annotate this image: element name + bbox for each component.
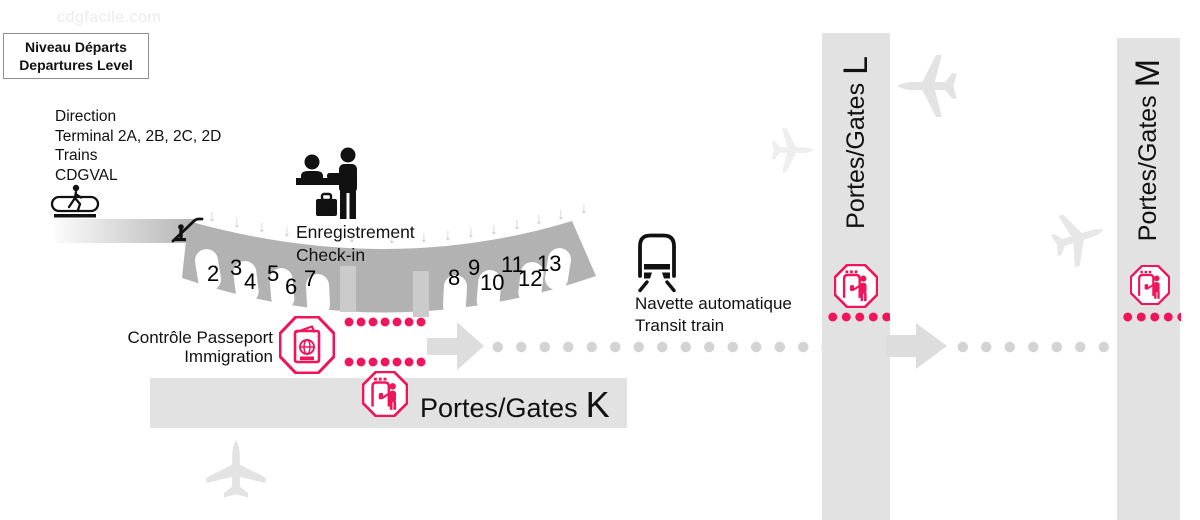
passport-label-en: Immigration	[184, 347, 273, 366]
airplane-icon	[771, 127, 815, 173]
gates-l-text: Portes/Gates	[841, 83, 870, 229]
down-arrow-icon: ↓	[467, 224, 475, 241]
airplane-icon	[206, 440, 266, 498]
desk-number: 10	[480, 270, 505, 295]
pink-dotted-path	[343, 317, 428, 327]
flow-arrow-right	[886, 335, 916, 357]
watermark: cdgfacile.com	[57, 9, 162, 26]
desk-number: 4	[244, 269, 257, 294]
passport-label-fr: Contrôle Passeport	[127, 328, 273, 347]
level-title-fr: Niveau Départs	[25, 39, 127, 55]
level-title-en: Departures Level	[19, 57, 133, 73]
pink-dotted-path	[826, 312, 890, 322]
checkin-label-en: Check-in	[296, 245, 366, 265]
gates-k-text: Portes/Gates	[420, 393, 578, 423]
checkin-desk-icon	[296, 147, 357, 219]
security-screening-icon	[1130, 265, 1170, 305]
transit-label-en: Transit train	[635, 316, 725, 335]
desk-number: 9	[468, 255, 481, 280]
checkin-label-fr: Enregistrement	[296, 222, 415, 242]
down-arrow-icon: ↓	[490, 221, 498, 238]
band-corridor	[340, 266, 356, 312]
flow-arrow-right-head	[457, 322, 487, 370]
security-screening-icon	[362, 371, 408, 417]
gates-m-label: Portes/Gates M	[1117, 50, 1180, 250]
moving-walkway-icon	[50, 184, 100, 218]
pink-dotted-path	[1121, 312, 1181, 322]
gates-m-letter: M	[1129, 58, 1167, 88]
down-arrow-icon: ↓	[513, 216, 521, 233]
down-arrow-icon: ↓	[580, 200, 588, 217]
desk-number: 3	[230, 255, 243, 280]
down-arrow-icon: ↓	[348, 229, 356, 246]
direction-cdgval: CDGVAL	[55, 166, 118, 184]
passport-control-icon	[279, 316, 335, 374]
security-screening-icon	[834, 264, 878, 308]
transit-train-label: Navette automatique Transit train	[635, 293, 792, 337]
checkin-desk-islands	[195, 248, 571, 317]
gates-m-text: Portes/Gates	[1134, 95, 1162, 242]
down-arrow-icon: ↓	[557, 206, 565, 223]
transit-dotted-line	[951, 341, 1119, 353]
down-arrow-icon: ↓	[420, 229, 428, 246]
desk-number: 12	[518, 266, 543, 291]
airplane-icon	[896, 54, 957, 118]
pink-dotted-path	[343, 357, 428, 367]
desk-number: 11	[501, 252, 524, 277]
direction-title: Direction	[55, 108, 117, 125]
gates-k-letter: K	[585, 384, 610, 425]
checkin-label: Enregistrement Check-in	[296, 221, 415, 267]
walkway-strip	[55, 219, 195, 243]
transit-label-fr: Navette automatique	[635, 294, 792, 313]
down-arrow-icon: ↓	[208, 208, 216, 225]
flow-arrow-right-head	[916, 323, 950, 369]
down-arrow-icon: ↓	[233, 214, 241, 231]
gates-l-letter: L	[836, 56, 875, 75]
direction-trains: Trains	[55, 147, 98, 164]
gates-l-label: Portes/Gates L	[822, 45, 890, 240]
desk-number: 6	[285, 274, 298, 299]
down-arrow-icon: ↓	[258, 219, 266, 236]
desk-number: 13	[537, 251, 562, 276]
transit-train-icon	[638, 233, 676, 293]
down-arrow-icon: ↓	[388, 230, 396, 247]
passport-control-label: Contrôle Passeport Immigration	[100, 328, 273, 366]
desk-number: 7	[304, 266, 317, 291]
down-arrow-icon: ↓	[535, 211, 543, 228]
desk-number: 2	[207, 261, 220, 286]
direction-terminals: Terminal 2A, 2B, 2C, 2D	[55, 127, 222, 145]
level-title-box: Niveau Départs Departures Level	[3, 33, 149, 79]
down-arrow-icon: ↓	[444, 227, 452, 244]
direction-block: Direction Terminal 2A, 2B, 2C, 2D Trains…	[55, 107, 221, 185]
escalator-icon	[171, 217, 204, 243]
flow-arrow-right	[427, 338, 457, 355]
band-corridor	[413, 271, 429, 317]
desk-number: 5	[267, 261, 280, 286]
airplane-icon	[1050, 214, 1104, 268]
down-arrow-icon: ↓	[283, 223, 291, 240]
transit-dotted-line	[486, 341, 822, 353]
desk-number: 8	[448, 265, 461, 290]
